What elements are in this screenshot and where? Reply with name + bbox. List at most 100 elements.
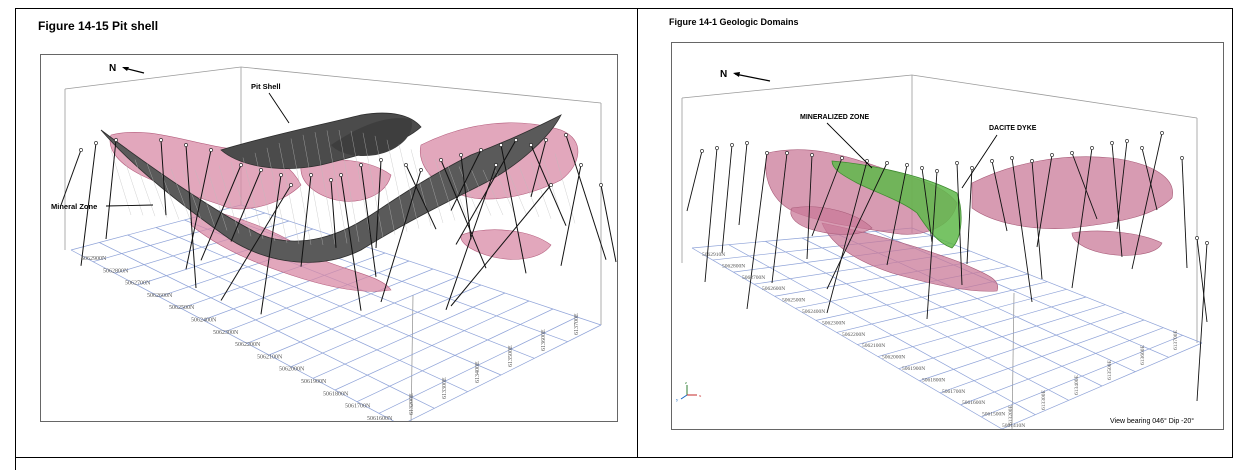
easting-label: 613700E (574, 313, 580, 335)
drill-hole (340, 174, 362, 311)
northing-label: 5061900N (902, 366, 925, 372)
drill-collar (544, 138, 548, 142)
drill-hole (1131, 132, 1163, 270)
north-arrow: N (109, 63, 145, 74)
dacite-dyke-label: DACITE DYKE (989, 125, 1037, 132)
drill-collar (1110, 141, 1114, 145)
drill-hole (60, 149, 82, 206)
northing-label: 5061700N (345, 404, 371, 410)
drill-collar (1090, 146, 1094, 150)
drill-hole (185, 149, 212, 270)
drill-hole (1071, 152, 1098, 220)
easting-label: 613600E (541, 329, 547, 351)
drill-hole (405, 164, 437, 230)
drill-hole (746, 152, 768, 310)
drill-hole (560, 164, 582, 266)
drill-collar (1070, 151, 1074, 155)
drill-hole (450, 184, 552, 307)
drill-hole (260, 174, 282, 315)
drill-collar (494, 163, 498, 167)
drill-collar (459, 153, 463, 157)
drill-collar (765, 151, 769, 155)
drill-collar (579, 163, 583, 167)
northing-label: 5062600N (762, 286, 785, 292)
drill-collar (404, 163, 408, 167)
easting-label: 613300E (442, 377, 448, 399)
drill-collar (239, 163, 243, 167)
drill-hole (1036, 154, 1053, 248)
northing-label: 5061800N (323, 391, 349, 397)
drill-collar (885, 161, 889, 165)
drill-hole (80, 142, 97, 266)
mineral-zone-leader (105, 204, 154, 207)
northing-label: 5061410N (1002, 423, 1025, 429)
easting-label: 613500E (508, 345, 514, 367)
drill-hole (360, 164, 377, 277)
drill-collar (379, 158, 383, 162)
pit-shell-leader (268, 92, 290, 124)
drill-collar (1180, 156, 1184, 160)
drill-collar (94, 141, 98, 145)
drill-hole (826, 162, 888, 290)
northing-label: 5061600N (367, 416, 393, 421)
drill-collar (209, 148, 213, 152)
drill-hole (991, 160, 1008, 232)
drill-hole (1011, 157, 1033, 303)
easting-label: 613200E (409, 393, 415, 415)
drill-collar (715, 146, 719, 150)
drill-hole (375, 159, 382, 249)
northing-label: 5062000N (882, 355, 905, 361)
easting-labels: 613200E613300E613400E613500E613600E61370… (1008, 330, 1179, 426)
drill-collar (920, 166, 924, 170)
northing-label: 5062700N (742, 275, 765, 281)
drill-hole (460, 154, 472, 240)
drill-collar (905, 163, 909, 167)
drill-hole (1196, 237, 1208, 323)
northing-label: 5062300N (213, 330, 239, 336)
drill-hole (380, 169, 422, 303)
northing-label: 5062400N (802, 309, 825, 315)
drill-collar (1160, 131, 1164, 135)
drill-collar (1205, 241, 1209, 245)
northing-label: 5062400N (191, 318, 217, 324)
drill-hole (826, 160, 868, 314)
pit-shell-label: Pit Shell (251, 82, 281, 91)
drill-hole (1196, 242, 1208, 402)
drill-hole (1111, 142, 1123, 258)
axis-triad-icon: z x y (676, 380, 702, 402)
drill-collar (359, 163, 363, 167)
drill-collar (1010, 156, 1014, 160)
northing-label: 5061600N (962, 400, 985, 406)
drill-hole (160, 139, 167, 216)
mineralized-zone-label: MINERALIZED ZONE (800, 114, 870, 121)
northing-label: 5062200N (235, 342, 261, 348)
drill-collar (479, 148, 483, 152)
mineralized-zone-leader (826, 122, 873, 169)
drill-hole (600, 184, 617, 263)
drill-collar (1195, 236, 1199, 240)
drill-hole (926, 170, 938, 320)
drill-hole (105, 139, 117, 240)
drill-hole (921, 167, 933, 243)
drill-hole (966, 167, 973, 265)
easting-label: 613500E (1107, 360, 1113, 381)
drill-hole (530, 139, 547, 197)
drill-hole (704, 147, 718, 283)
drill-collar (159, 138, 163, 142)
northing-label: 5062200N (842, 332, 865, 338)
northing-label: 5062800N (722, 263, 745, 269)
north-arrow: N (720, 69, 771, 82)
drill-collar (730, 143, 734, 147)
drill-hole (450, 149, 482, 211)
svg-text:x: x (699, 393, 702, 398)
svg-text:z: z (685, 380, 687, 385)
drill-collar (564, 133, 568, 137)
northing-label: 5062000N (279, 367, 305, 373)
drill-collar (810, 153, 814, 157)
drill-collar (840, 156, 844, 160)
north-arrow-label: N (720, 69, 727, 80)
drill-collar (990, 159, 994, 163)
drill-hole (1031, 160, 1043, 280)
drill-hole (686, 150, 703, 212)
